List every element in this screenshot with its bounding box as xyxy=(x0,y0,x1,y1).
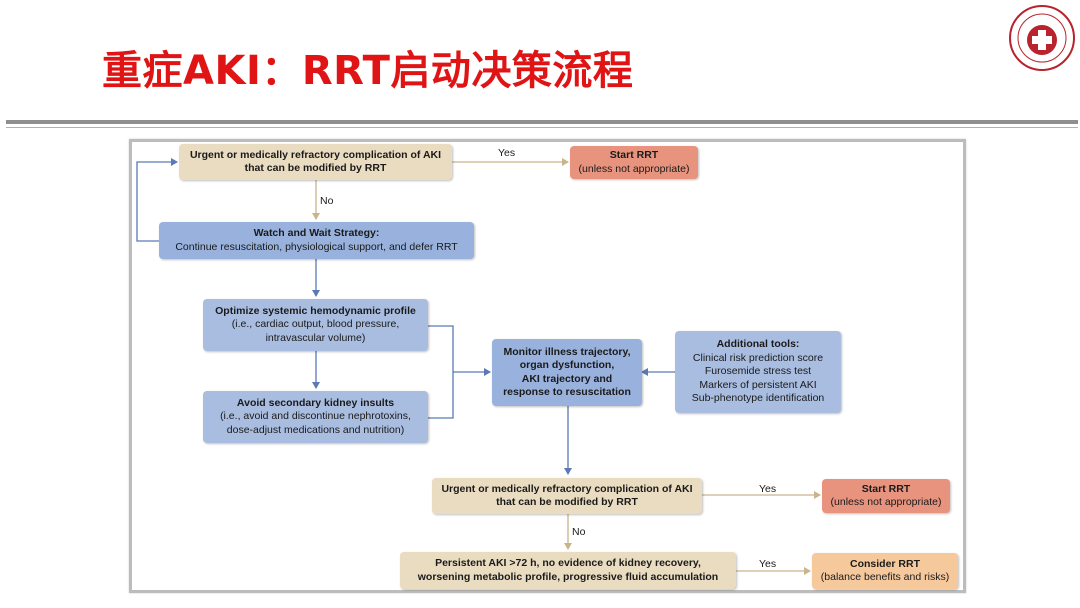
monitor-line3: AKI trajectory and xyxy=(521,372,613,385)
tools-item: Markers of persistent AKI xyxy=(699,378,817,391)
optimize-hemodynamic-box: Optimize systemic hemodynamic profile (i… xyxy=(203,299,428,351)
tools-item: Sub-phenotype identification xyxy=(691,392,825,405)
consider-sub: (balance benefits and risks) xyxy=(820,571,950,583)
persistent-aki-box: Persistent AKI >72 h, no evidence of kid… xyxy=(400,552,736,589)
no-label-1: No xyxy=(320,195,334,207)
decision-box-urgent-1: Urgent or medically refractory complicat… xyxy=(179,144,452,180)
decision-text-line1: Urgent or medically refractory complicat… xyxy=(189,148,442,161)
monitor-line4: response to resuscitation xyxy=(503,386,631,398)
watch-wait-box: Watch and Wait Strategy: Continue resusc… xyxy=(159,222,474,259)
yes-label-2: Yes xyxy=(759,483,777,495)
rrt-decision-flowchart: Urgent or medically refractory complicat… xyxy=(129,139,966,593)
optimize-line3: intravascular volume) xyxy=(265,331,366,344)
avoid-line2: (i.e., avoid and discontinue nephrotoxin… xyxy=(220,410,411,423)
start-rrt-box-2: Start RRT (unless not appropriate) xyxy=(822,479,950,513)
no-label-2: No xyxy=(572,526,586,538)
flow-arrows xyxy=(136,158,821,575)
avoid-title: Avoid secondary kidney insults xyxy=(236,396,395,409)
start-rrt-box-1: Start RRT (unless not appropriate) xyxy=(570,146,698,179)
avoid-line3: dose-adjust medications and nutrition) xyxy=(226,423,405,436)
yes-label-3: Yes xyxy=(759,558,777,570)
persistent-line1: Persistent AKI >72 h, no evidence of kid… xyxy=(435,557,701,569)
start-rrt-sub: (unless not appropriate) xyxy=(830,496,942,508)
tools-item: Furosemide stress test xyxy=(704,365,812,378)
decision-text-line2: that can be modified by RRT xyxy=(244,162,387,174)
title-divider-thin xyxy=(6,127,1078,128)
tools-title: Additional tools: xyxy=(716,338,800,351)
optimize-title: Optimize systemic hemodynamic profile xyxy=(215,304,416,317)
decision-text-line2: that can be modified by RRT xyxy=(496,496,638,508)
watch-sub: Continue resuscitation, physiological su… xyxy=(175,240,458,253)
monitor-line2: organ dysfunction, xyxy=(519,359,615,371)
persistent-line2: worsening metabolic profile, progressive… xyxy=(417,570,719,583)
title-divider xyxy=(6,120,1078,124)
monitor-line1: Monitor illness trajectory, xyxy=(503,345,631,358)
start-rrt-sub: (unless not appropriate) xyxy=(578,162,690,175)
optimize-line2: (i.e., cardiac output, blood pressure, xyxy=(231,318,400,331)
decision-box-urgent-2: Urgent or medically refractory complicat… xyxy=(432,478,702,514)
consider-title: Consider RRT xyxy=(849,557,920,570)
decision-text-line1: Urgent or medically refractory complicat… xyxy=(441,482,693,495)
consider-rrt-box: Consider RRT (balance benefits and risks… xyxy=(812,553,958,589)
avoid-insults-box: Avoid secondary kidney insults (i.e., av… xyxy=(203,391,428,443)
start-rrt-title: Start RRT xyxy=(609,149,659,161)
additional-tools-box: Additional tools: Clinical risk predicti… xyxy=(675,331,841,413)
start-rrt-title: Start RRT xyxy=(861,482,911,495)
hospital-logo xyxy=(1009,5,1075,71)
monitor-trajectory-box: Monitor illness trajectory, organ dysfun… xyxy=(492,339,642,406)
yes-label-1: Yes xyxy=(498,147,516,159)
slide-title: 重症AKI：RRT启动决策流程 xyxy=(102,48,634,94)
watch-title: Watch and Wait Strategy: xyxy=(253,227,380,239)
tools-item: Clinical risk prediction score xyxy=(692,351,824,364)
